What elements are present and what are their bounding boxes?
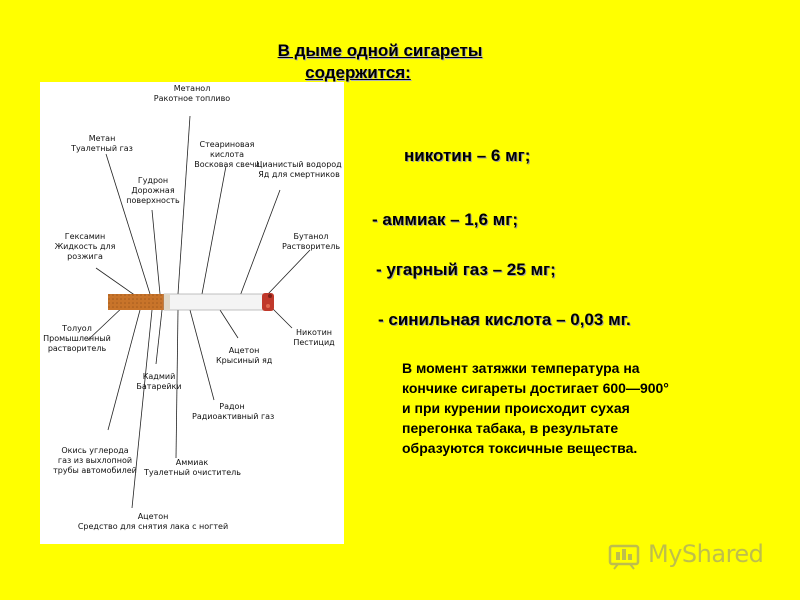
label-methane: Метан Туалетный газ <box>71 134 133 153</box>
label-butanol: Бутанол Растворитель <box>281 232 341 251</box>
label-acetone-1: Ацетон Крысиный яд <box>216 346 273 365</box>
label-methanol: Метанол Ракотное топливо <box>153 84 231 103</box>
watermark-text: MyShared <box>648 540 764 568</box>
diagram-lines <box>87 115 311 509</box>
info-paragraph: В момент затяжки температура на кончике … <box>402 358 742 458</box>
myshared-watermark: MyShared <box>608 536 764 572</box>
info-line-3: и при курении происходит сухая <box>402 400 630 416</box>
myshared-logo-icon <box>608 544 640 570</box>
label-tar: Гудрон Дорожная поверхность <box>126 176 180 205</box>
info-line-2: кончике сигареты достигает 600—900° <box>402 380 669 396</box>
fact-hydrocyanic-acid: - синильная кислота – 0,03 мг. <box>378 310 631 329</box>
title-line-2: содержится: <box>305 63 411 82</box>
info-line-5: образуются токсичные вещества. <box>402 440 638 456</box>
label-ammonia: Аммиак Туалетный очиститель <box>144 458 241 477</box>
label-carbon-monoxide: Окись углерода газ из выхлопной трубы ав… <box>53 446 137 475</box>
cigarette-paper <box>163 293 265 311</box>
label-stearic-acid: Стеариновая кислота Восковая свечи <box>194 140 260 169</box>
cigarette-diagram: Метанол Ракотное топливо Метан Туалетный… <box>40 82 344 544</box>
info-line-4: перегонка табака, в результате <box>402 420 619 436</box>
cigarette-ember <box>262 293 274 311</box>
label-toluene: Толуол Промышленный растворитель <box>43 324 111 353</box>
info-line-1: В момент затяжки температура на <box>402 360 640 376</box>
title-line-1: В дыме одной сигареты <box>277 41 483 60</box>
label-radon: Радон Радиоактивный газ <box>192 402 275 421</box>
label-cadmium: Кадмий Батарейки <box>136 372 182 391</box>
label-acetone-2: Ацетон Средство для снятия лака с ногтей <box>77 512 229 531</box>
fact-ammonia: - аммиак – 1,6 мг; <box>372 210 518 229</box>
label-hexamine: Гексамин Жидкость для розжига <box>54 232 116 261</box>
fact-nicotine: никотин – 6 мг; <box>404 146 531 165</box>
label-hydrogen-cyanide: Цианистый водород Яд для смертников <box>256 160 342 179</box>
label-nicotine: Никотин Пестицид <box>293 328 335 347</box>
fact-carbon-monoxide: - угарный газ – 25 мг; <box>376 260 556 279</box>
